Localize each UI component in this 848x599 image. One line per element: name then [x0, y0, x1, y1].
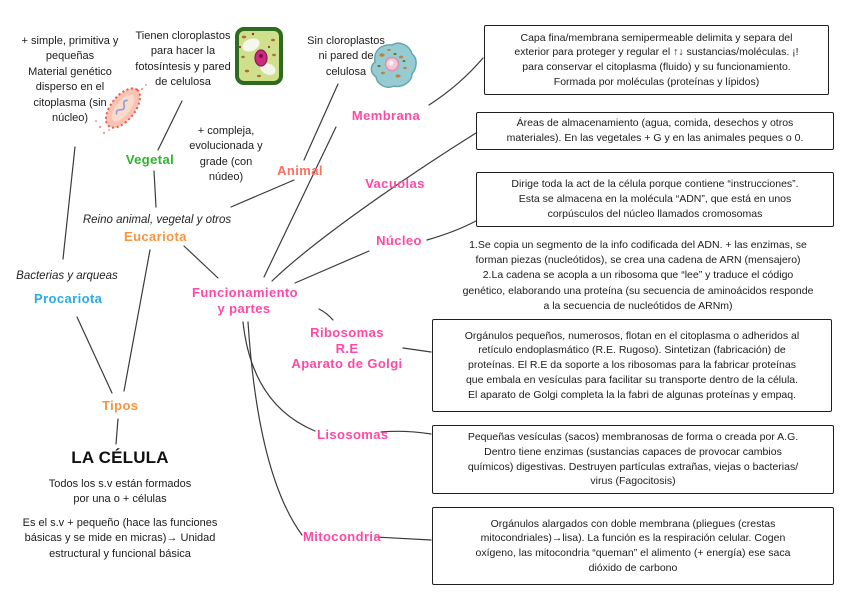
- node-vacuolas[interactable]: Vacuolas: [365, 176, 425, 191]
- procariota-description: + simple, primitiva y pequeñas Material …: [21, 35, 119, 124]
- node-eucariota[interactable]: Eucariota: [124, 229, 187, 244]
- connector-line: [76, 316, 113, 394]
- connector-line: [115, 418, 119, 445]
- reino-caption: Reino animal, vegetal y otros: [82, 214, 232, 226]
- detail-box-vacuolas: Áreas de almacenamiento (agua, comida, d…: [476, 112, 834, 150]
- vegetal-description: Tienen cloroplastos para hacer la fotosí…: [135, 30, 231, 89]
- detail-box-vacuolas-text: Áreas de almacenamiento (agua, comida, d…: [506, 117, 804, 144]
- animal-description: Sin cloroplastos ni pared de celulosa: [307, 35, 385, 78]
- celula-subtitle-1: Todos los s.v están formados por una o +…: [48, 478, 192, 506]
- node-tipos[interactable]: Tipos: [102, 398, 139, 413]
- eucariota-description: + compleja, evolucionada y grade (con nú…: [189, 125, 263, 184]
- detail-box-ribosomas: Orgánulos pequeños, numerosos, flotan en…: [432, 319, 832, 412]
- connector-line: [263, 126, 337, 278]
- page-title: LA CÉLULA: [71, 448, 169, 467]
- node-membrana[interactable]: Membrana: [351, 108, 421, 123]
- node-mitocondria[interactable]: Mitocondria: [303, 529, 382, 544]
- node-lisosomas[interactable]: Lisosomas: [317, 427, 389, 442]
- detail-box-mitocondria-text: Orgánulos alargados con doble membrana (…: [475, 517, 791, 574]
- connector-line: [153, 170, 157, 208]
- connector-line: [303, 83, 339, 161]
- connector-line: [183, 245, 219, 279]
- plant-cell-illustration: [235, 27, 283, 85]
- celula-subtitle-2: Es el s.v + pequeño (hace las funciones …: [22, 517, 218, 560]
- node-nucleo[interactable]: Núcleo: [376, 233, 422, 248]
- connector-line: [402, 347, 432, 353]
- detail-box-lisosomas-text: Pequeñas vesículas (sacos) membranosas d…: [467, 431, 799, 488]
- connector-line: [318, 308, 334, 321]
- node-vegetal[interactable]: Vegetal: [125, 152, 175, 167]
- nucleo-process-note: 1.Se copia un segmento de la info codifi…: [462, 239, 814, 312]
- node-ribosomas[interactable]: Ribosomas R.E Aparato de Golgi: [291, 325, 403, 372]
- connector-line: [62, 146, 76, 260]
- detail-box-nucleo: Dirige toda la act de la célula porque c…: [476, 172, 834, 227]
- connector-line: [294, 250, 370, 284]
- bacterias-caption: Bacterias y arqueas: [16, 270, 118, 282]
- node-animal[interactable]: Animal: [277, 163, 323, 178]
- connector-line: [374, 536, 432, 541]
- connector-line: [157, 100, 183, 151]
- detail-box-mitocondria: Orgánulos alargados con doble membrana (…: [432, 507, 834, 585]
- node-procariota[interactable]: Procariota: [34, 291, 103, 306]
- detail-box-nucleo-text: Dirige toda la act de la célula porque c…: [511, 178, 799, 220]
- detail-box-ribosomas-text: Orgánulos pequeños, numerosos, flotan en…: [464, 329, 800, 401]
- detail-box-membrana-text: Capa fina/membrana semipermeable delimit…: [514, 31, 799, 88]
- connector-line: [123, 249, 151, 392]
- connector-line: [428, 57, 484, 106]
- node-funcionamiento[interactable]: Funcionamiento y partes: [192, 285, 298, 316]
- detail-box-lisosomas: Pequeñas vesículas (sacos) membranosas d…: [432, 425, 834, 494]
- detail-box-membrana: Capa fina/membrana semipermeable delimit…: [484, 25, 829, 95]
